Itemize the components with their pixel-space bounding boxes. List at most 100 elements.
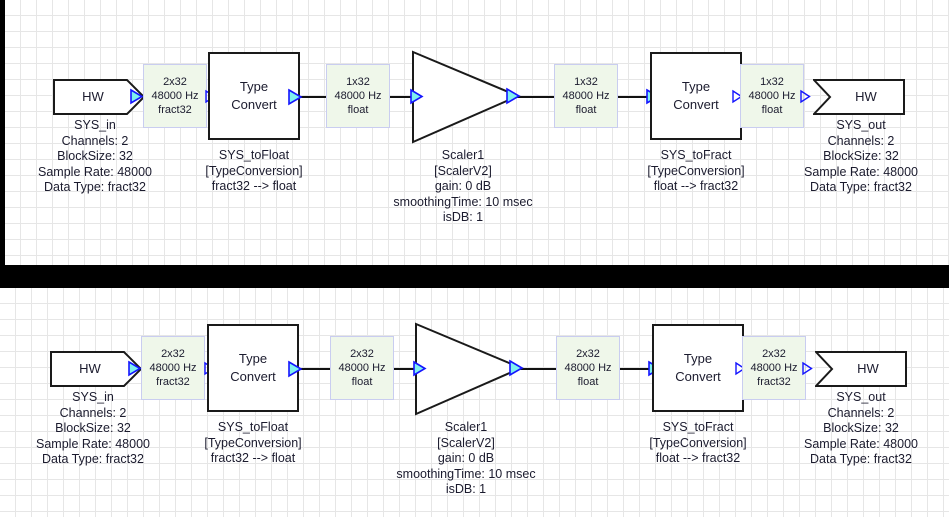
annotation-sys-in: SYS_in Channels: 2 BlockSize: 32 Sample … — [10, 118, 180, 196]
signal2-label-3[interactable]: 2x32 48000 Hz float — [556, 336, 620, 400]
signal-3-dims: 1x32 — [574, 76, 598, 88]
sys-out-prop-2: Sample Rate: 48000 — [804, 436, 918, 451]
annotation-sys-out: SYS_out Channels: 2 BlockSize: 32 Sample… — [775, 118, 947, 196]
sys-in-prop-2: Sample Rate: 48000 — [38, 164, 152, 179]
sys-out-name: SYS_out — [836, 390, 886, 404]
wire-tofloat-to-sig2 — [297, 96, 327, 98]
signal-label-2[interactable]: 1x32 48000 Hz float — [326, 64, 390, 128]
sys-in-name: SYS_in — [72, 390, 114, 404]
sys-in-prop-0: Channels: 2 — [59, 405, 127, 420]
tofloat-type: [TypeConversion] — [204, 435, 302, 450]
sys-in-prop-0: Channels: 2 — [61, 133, 129, 148]
signal-2-type: float — [351, 376, 373, 388]
signal-4-rate: 48000 Hz — [750, 362, 798, 374]
wire2-scaler-to-sig3 — [520, 368, 556, 370]
node2-sys-tofract[interactable]: Type Convert — [652, 324, 744, 412]
diagram-canvas-bottom[interactable]: HW SYS_in Channels: 2 BlockSize: 32 Samp… — [0, 288, 949, 517]
signal-label-1[interactable]: 2x32 48000 Hz fract32 — [143, 64, 207, 128]
signal-label-3[interactable]: 1x32 48000 Hz float — [554, 64, 618, 128]
signal-1-rate: 48000 Hz — [151, 90, 199, 102]
scaler-type: [ScalerV2] — [434, 163, 492, 178]
sys-in-prop-3: Data Type: fract32 — [44, 180, 146, 194]
wire2-sig2-to-scaler — [394, 368, 418, 370]
annotation2-sys-out: SYS_out Channels: 2 BlockSize: 32 Sample… — [775, 390, 947, 468]
tofract-label-line2: Convert — [675, 369, 721, 384]
sys-in-block-label: HW — [79, 361, 101, 376]
signal-1-dims: 2x32 — [163, 76, 187, 88]
sys-out-prop-1: BlockSize: 32 — [823, 149, 899, 163]
tofloat-name: SYS_toFloat — [217, 420, 289, 434]
signal-3-rate: 48000 Hz — [564, 362, 612, 374]
scaler-type: [ScalerV2] — [437, 435, 495, 450]
tofloat-conversion: fract32 --> float — [211, 179, 297, 193]
signal-3-type: float — [575, 104, 597, 116]
signal-2-type: float — [347, 104, 369, 116]
node-scaler[interactable] — [411, 50, 521, 144]
node2-sys-out[interactable]: HW — [815, 351, 907, 387]
signal-1-dims: 2x32 — [161, 348, 185, 360]
annotation2-scaler: Scaler1 [ScalerV2] gain: 0 dB smoothingT… — [366, 420, 566, 498]
tofract-label-line1: Type — [683, 351, 713, 366]
tofract-name: SYS_toFract — [662, 420, 734, 434]
tofloat-label-line1: Type — [239, 79, 269, 94]
node2-sys-tofloat[interactable]: Type Convert — [207, 324, 299, 412]
scaler-prop-1: smoothingTime: 10 msec — [396, 466, 536, 481]
wire-scaler-to-sig3 — [517, 96, 555, 98]
signal-1-type: fract32 — [156, 376, 190, 388]
node-sys-in[interactable]: HW — [53, 79, 145, 115]
signal-1-type: fract32 — [158, 104, 192, 116]
signal-4-type: float — [761, 104, 783, 116]
signal2-label-4[interactable]: 2x32 48000 Hz fract32 — [742, 336, 806, 400]
hw-in-shape-icon — [50, 351, 142, 387]
scaler-prop-0: gain: 0 dB — [437, 451, 495, 465]
signal2-label-1[interactable]: 2x32 48000 Hz fract32 — [141, 336, 205, 400]
node-sys-out[interactable]: HW — [813, 79, 905, 115]
signal-3-rate: 48000 Hz — [562, 90, 610, 102]
signal-1-rate: 48000 Hz — [149, 362, 197, 374]
tofloat-label-line1: Type — [238, 351, 268, 366]
hw-in-shape-icon — [53, 79, 145, 115]
annotation-sys-tofract: SYS_toFract [TypeConversion] float --> f… — [615, 148, 777, 195]
sys-out-prop-0: Channels: 2 — [827, 133, 895, 148]
panel-divider — [0, 265, 949, 288]
wire-sig2-to-scaler — [389, 96, 411, 98]
wire2-sig3-to-tofract — [620, 368, 652, 370]
sys-in-block-label: HW — [82, 89, 104, 104]
signal-3-type: float — [577, 376, 599, 388]
sys-out-prop-3: Data Type: fract32 — [810, 180, 912, 194]
signal-2-dims: 2x32 — [350, 348, 374, 360]
sys-out-prop-2: Sample Rate: 48000 — [804, 164, 918, 179]
annotation2-sys-in: SYS_in Channels: 2 BlockSize: 32 Sample … — [8, 390, 178, 468]
tofloat-label-line2: Convert — [231, 97, 277, 112]
signal-4-type: fract32 — [757, 376, 791, 388]
hw-out-shape-icon — [815, 351, 907, 387]
node-sys-tofract[interactable]: Type Convert — [650, 52, 742, 140]
annotation2-sys-tofloat: SYS_toFloat [TypeConversion] fract32 -->… — [172, 420, 334, 467]
tofloat-type: [TypeConversion] — [205, 163, 303, 178]
signal-2-dims: 1x32 — [346, 76, 370, 88]
signal2-label-2[interactable]: 2x32 48000 Hz float — [330, 336, 394, 400]
scaler-name: Scaler1 — [441, 148, 485, 162]
sys-out-prop-0: Channels: 2 — [827, 405, 895, 420]
sys-out-prop-1: BlockSize: 32 — [823, 421, 899, 435]
tofract-label-line1: Type — [681, 79, 711, 94]
node-sys-tofloat[interactable]: Type Convert — [208, 52, 300, 140]
tofract-conversion: float --> fract32 — [653, 179, 739, 193]
annotation2-sys-tofract: SYS_toFract [TypeConversion] float --> f… — [617, 420, 779, 467]
tofract-name: SYS_toFract — [660, 148, 732, 162]
signal-label-4[interactable]: 1x32 48000 Hz float — [740, 64, 804, 128]
signal-2-rate: 48000 Hz — [338, 362, 386, 374]
diagram-canvas-top[interactable]: HW SYS_in Channels: 2 BlockSize: 32 Samp… — [5, 0, 949, 265]
sys-out-block-label: HW — [857, 361, 879, 376]
amplifier-triangle-icon — [415, 322, 524, 416]
sys-in-name: SYS_in — [74, 118, 116, 132]
node2-scaler[interactable] — [414, 322, 524, 416]
signal-4-dims: 2x32 — [762, 348, 786, 360]
sys-in-prop-1: BlockSize: 32 — [57, 149, 133, 163]
signal-2-rate: 48000 Hz — [334, 90, 382, 102]
wire2-tofloat-to-sig2 — [298, 368, 330, 370]
sys-in-prop-1: BlockSize: 32 — [55, 421, 131, 435]
amplifier-triangle-icon — [412, 50, 521, 144]
signal-4-rate: 48000 Hz — [748, 90, 796, 102]
node2-sys-in[interactable]: HW — [50, 351, 142, 387]
